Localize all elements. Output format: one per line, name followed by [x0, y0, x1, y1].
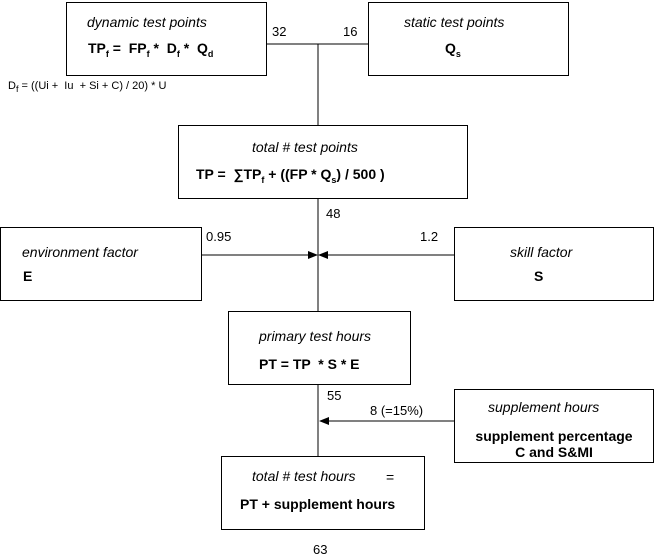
supplement-line-2: C and S&MI — [515, 444, 593, 460]
total-test-hours-equals: = — [386, 469, 395, 485]
primary-test-hours-formula: PT = TP * S * E — [259, 356, 360, 372]
supplement-hours-formula: supplement percentage C and S&MI — [455, 428, 653, 460]
primary-test-hours-title: primary test hours — [259, 328, 372, 344]
environment-factor-box: environment factor E — [0, 227, 202, 301]
static-value: 16 — [343, 24, 358, 39]
primary-test-hours-box: primary test hours PT = TP * S * E — [228, 311, 411, 385]
static-test-points-formula: Qs — [445, 40, 461, 59]
environment-factor-title: environment factor — [22, 244, 138, 260]
dynamic-value: 32 — [272, 24, 287, 39]
skill-factor-formula: S — [534, 268, 544, 284]
skill-factor-title: skill factor — [510, 244, 573, 260]
total-test-points-formula: TP = ∑TPf + ((FP * Qs) / 500 ) — [196, 166, 385, 185]
dynamic-test-points-title: dynamic test points — [87, 14, 207, 30]
dynamic-test-points-box: dynamic test points TPf = FPf * Df * Qd — [66, 2, 267, 76]
total-hours-value: 63 — [313, 542, 328, 557]
supplement-hours-title: supplement hours — [488, 399, 600, 415]
total-test-points-box: total # test points TP = ∑TPf + ((FP * Q… — [178, 125, 468, 199]
df-formula-note: Df = ((Ui + Iu + Si + C) / 20) * U — [8, 80, 167, 95]
total-test-points-title: total # test points — [252, 139, 358, 155]
total-points-value: 48 — [326, 206, 341, 221]
environment-value: 0.95 — [206, 229, 232, 244]
supplement-hours-box: supplement hours supplement percentage C… — [454, 389, 654, 463]
environment-factor-formula: E — [23, 268, 33, 284]
skill-factor-box: skill factor S — [454, 227, 654, 301]
dynamic-test-points-formula: TPf = FPf * Df * Qd — [88, 40, 214, 59]
static-test-points-box: static test points Qs — [368, 2, 569, 76]
static-test-points-title: static test points — [404, 14, 505, 30]
supplement-line-1: supplement percentage — [475, 428, 633, 444]
total-test-hours-formula: PT + supplement hours — [240, 496, 396, 512]
total-test-hours-box: total # test hours = PT + supplement hou… — [221, 456, 425, 530]
skill-value: 1.2 — [420, 229, 439, 244]
supplement-value: 8 (=15%) — [370, 403, 424, 418]
primary-value: 55 — [327, 388, 342, 403]
total-test-hours-title: total # test hours — [252, 468, 356, 484]
